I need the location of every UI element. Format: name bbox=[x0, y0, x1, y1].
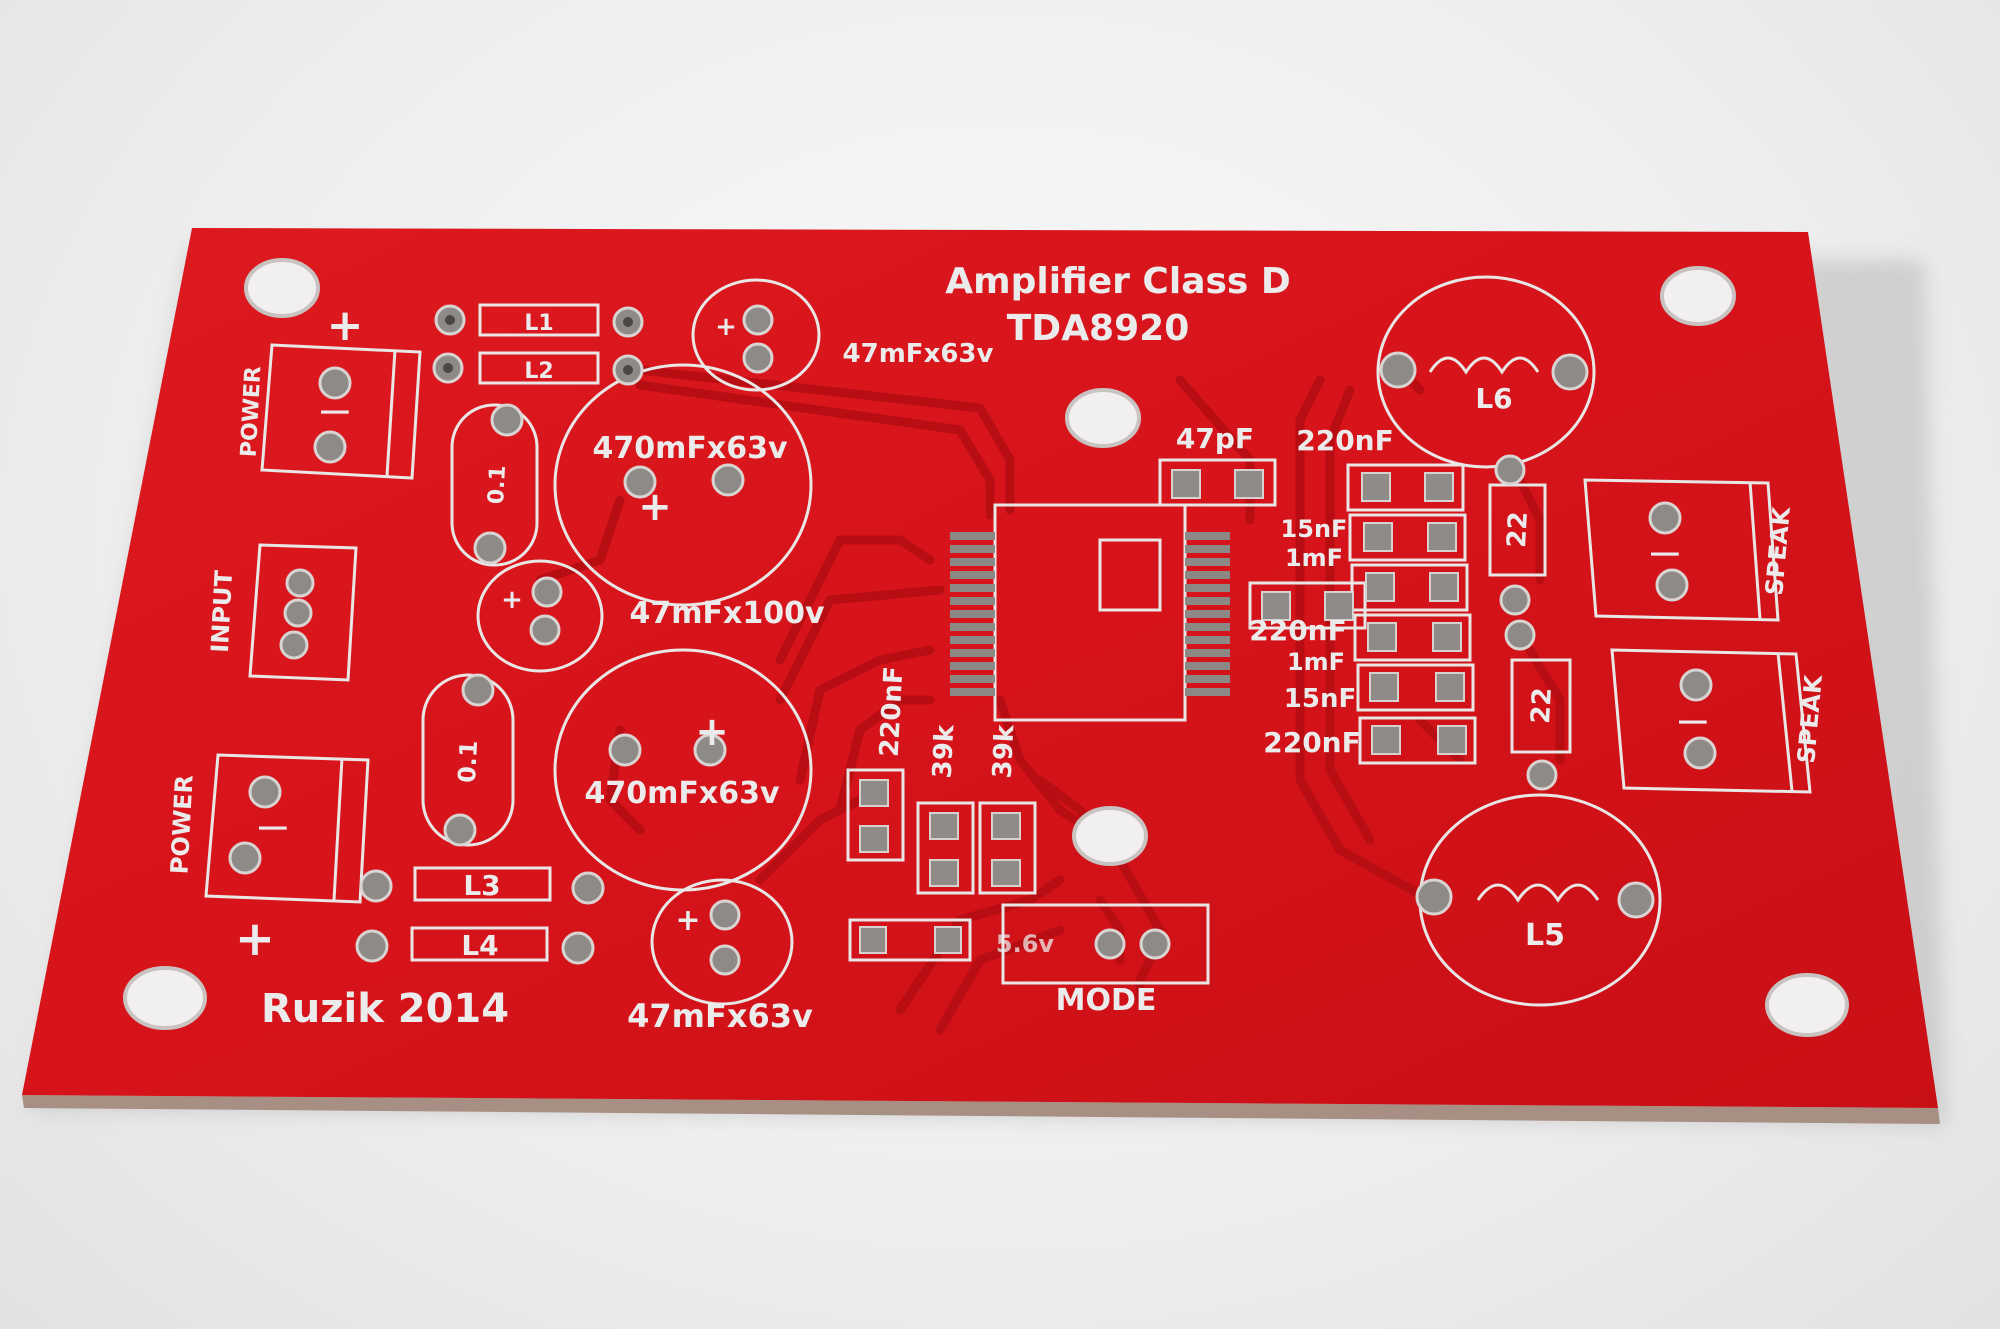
chip-name: TDA8920 bbox=[1007, 308, 1190, 349]
power-bottom-label: POWER bbox=[165, 774, 198, 875]
r-39k-b-label: 39k bbox=[988, 723, 1021, 779]
plus-cap-47-bottom: + bbox=[675, 903, 700, 938]
c-220nf-mid-label: 220nF bbox=[1249, 614, 1347, 647]
cap-47-top-label: 47mFx63v bbox=[843, 339, 994, 369]
mounting-holes bbox=[123, 258, 1849, 1037]
minus-power-top: | bbox=[316, 407, 349, 417]
silkscreen-text: Amplifier Class D TDA8920 Ruzik 2014 L1 … bbox=[165, 261, 1828, 1035]
minus-speak-top: | bbox=[1646, 549, 1679, 559]
l1-label: L1 bbox=[524, 311, 553, 336]
through-hole-pads bbox=[228, 304, 1717, 976]
l3-label: L3 bbox=[463, 869, 500, 902]
c-15nf-bottom-label: 15nF bbox=[1284, 684, 1356, 714]
c-15nf-top-label: 15nF bbox=[1281, 515, 1348, 543]
c-1mf-bottom-label: 1mF bbox=[1287, 648, 1345, 676]
board-title: Amplifier Class D bbox=[945, 261, 1291, 302]
c-220nf-bottom-label: 220nF bbox=[1263, 726, 1361, 759]
plus-cap-470-top: + bbox=[638, 484, 672, 530]
smd-pads bbox=[859, 469, 1467, 954]
plus-cap-47-top: + bbox=[715, 312, 737, 342]
cap-47-100-label: 47mFx100v bbox=[629, 596, 824, 631]
cap-0-1-top-label: 0.1 bbox=[484, 465, 511, 505]
cap-47-bottom-label: 47mFx63v bbox=[627, 997, 813, 1035]
power-top-label: POWER bbox=[237, 365, 267, 457]
r-39k-a-label: 39k bbox=[928, 723, 961, 779]
plus-cap-470-bottom: + bbox=[695, 709, 729, 755]
plus-power-top: + bbox=[327, 300, 364, 351]
r-22-top-label: 22 bbox=[1502, 511, 1534, 549]
board-edge bbox=[22, 1095, 1940, 1124]
mode-label: MODE bbox=[1056, 983, 1157, 1018]
silkscreen-outlines bbox=[204, 275, 1812, 1007]
cap-0-1-bottom-label: 0.1 bbox=[453, 740, 483, 784]
r-22-bottom-label: 22 bbox=[1526, 687, 1558, 725]
input-label: INPUT bbox=[206, 569, 238, 653]
plus-power-bottom: + bbox=[235, 911, 275, 967]
c-47pf-label: 47pF bbox=[1176, 422, 1254, 455]
c-220nf-left-label: 220nF bbox=[875, 666, 910, 758]
plus-cap-47-100: + bbox=[501, 585, 523, 615]
zener-label: 5.6v bbox=[996, 930, 1055, 958]
l5-label: L5 bbox=[1525, 918, 1565, 953]
cap-470-bottom-label: 470mFx63v bbox=[584, 776, 779, 811]
l6-label: L6 bbox=[1475, 382, 1512, 415]
ic-leads bbox=[950, 532, 1230, 696]
c-220nf-top-label: 220nF bbox=[1296, 424, 1394, 457]
c-1mf-top-label: 1mF bbox=[1285, 544, 1343, 572]
author-label: Ruzik 2014 bbox=[261, 986, 509, 1032]
l2-label: L2 bbox=[524, 359, 553, 384]
minus-speak-bottom: | bbox=[1674, 717, 1707, 727]
minus-power-bottom: | bbox=[254, 823, 287, 833]
cap-470-top-label: 470mFx63v bbox=[592, 431, 787, 466]
l4-label: L4 bbox=[461, 929, 498, 962]
